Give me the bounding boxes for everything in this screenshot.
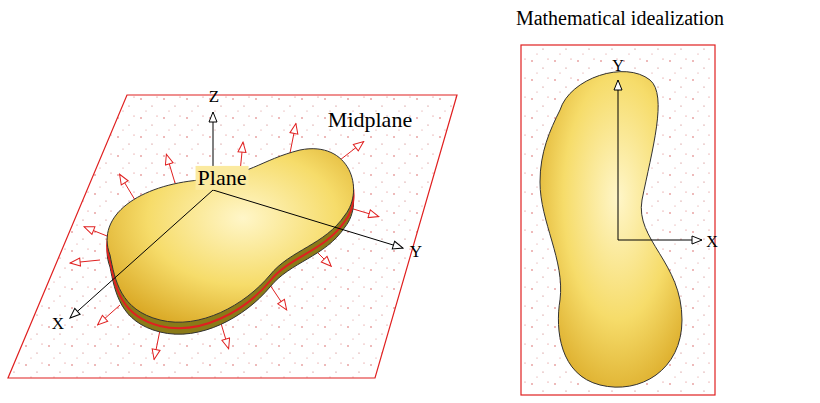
load-arrow bbox=[350, 208, 379, 217]
midplane bbox=[8, 95, 457, 378]
axis-label: X bbox=[52, 315, 64, 334]
edge-loads bbox=[70, 124, 379, 360]
plate-label: Plane bbox=[196, 166, 249, 190]
axis-label: Y bbox=[612, 57, 624, 75]
panel-title: Mathematical idealization bbox=[516, 7, 724, 29]
axes bbox=[618, 80, 702, 240]
load-arrow bbox=[270, 285, 287, 310]
load-arrow bbox=[120, 174, 135, 200]
axis-label: X bbox=[706, 233, 718, 251]
load-arrow bbox=[166, 154, 175, 183]
axis-label: Y bbox=[410, 243, 422, 262]
load-arrow bbox=[340, 142, 364, 160]
load-arrow bbox=[290, 124, 296, 153]
axis-label: Z bbox=[209, 88, 219, 107]
load-arrow bbox=[154, 330, 160, 359]
plate-idealized bbox=[540, 72, 682, 388]
axes bbox=[70, 112, 403, 318]
load-arrow bbox=[98, 305, 120, 325]
load-arrow bbox=[70, 260, 100, 263]
plane-panel bbox=[521, 45, 715, 395]
plane-label: Midplane bbox=[328, 108, 412, 132]
plate bbox=[107, 149, 353, 335]
